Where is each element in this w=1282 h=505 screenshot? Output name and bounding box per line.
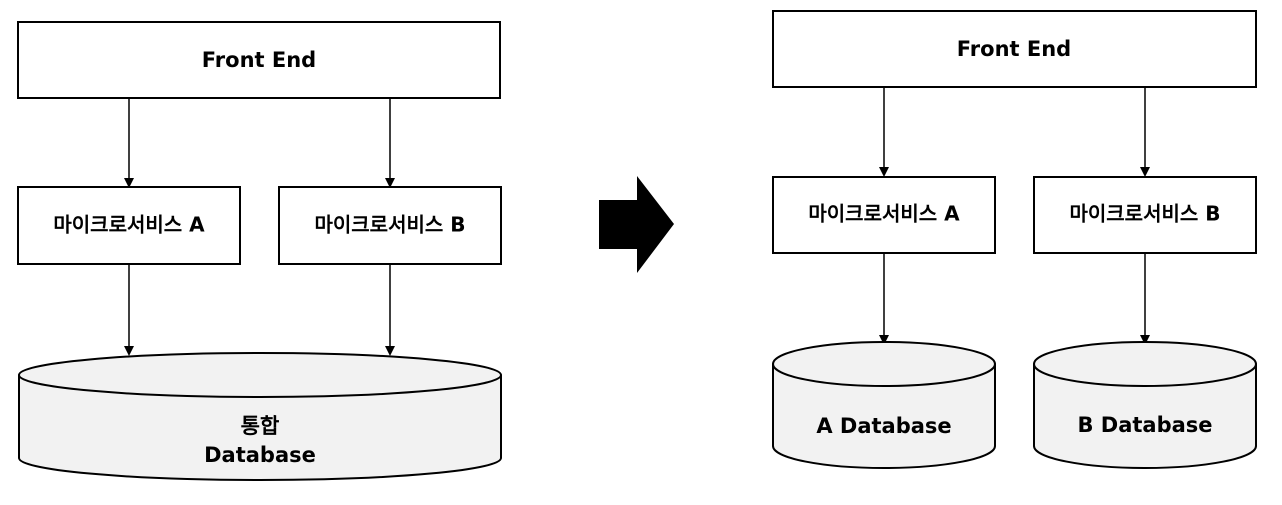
right-service-b-label: 마이크로서비스 B	[1069, 202, 1220, 226]
right-db-a-label: A Database	[816, 414, 951, 438]
left-diagram: Front End 마이크로서비스 A 마이크로서비스 B 통합 Databas…	[17, 21, 502, 481]
left-service-b-box: 마이크로서비스 B	[278, 186, 502, 265]
left-integrated-database: 통합 Database	[18, 352, 502, 481]
left-front-end-label: Front End	[202, 48, 316, 72]
left-db-label-line2: Database	[204, 443, 316, 467]
right-service-a-label: 마이크로서비스 A	[808, 202, 960, 226]
right-db-b-label: B Database	[1077, 413, 1212, 437]
right-database-b: B Database	[1033, 341, 1257, 469]
right-front-end-label: Front End	[957, 37, 1071, 61]
left-service-a-box: 마이크로서비스 A	[17, 186, 241, 265]
right-database-a: A Database	[772, 341, 996, 469]
left-service-b-label: 마이크로서비스 B	[314, 213, 465, 237]
right-service-a-box: 마이크로서비스 A	[772, 176, 996, 254]
left-db-label-line1: 통합	[241, 414, 280, 438]
right-service-b-box: 마이크로서비스 B	[1033, 176, 1257, 254]
right-front-end-box: Front End	[772, 10, 1257, 88]
transition-arrow-icon	[599, 176, 674, 273]
left-front-end-box: Front End	[17, 21, 501, 99]
right-diagram: Front End 마이크로서비스 A 마이크로서비스 B A Database	[772, 10, 1257, 469]
left-service-a-label: 마이크로서비스 A	[53, 213, 205, 237]
